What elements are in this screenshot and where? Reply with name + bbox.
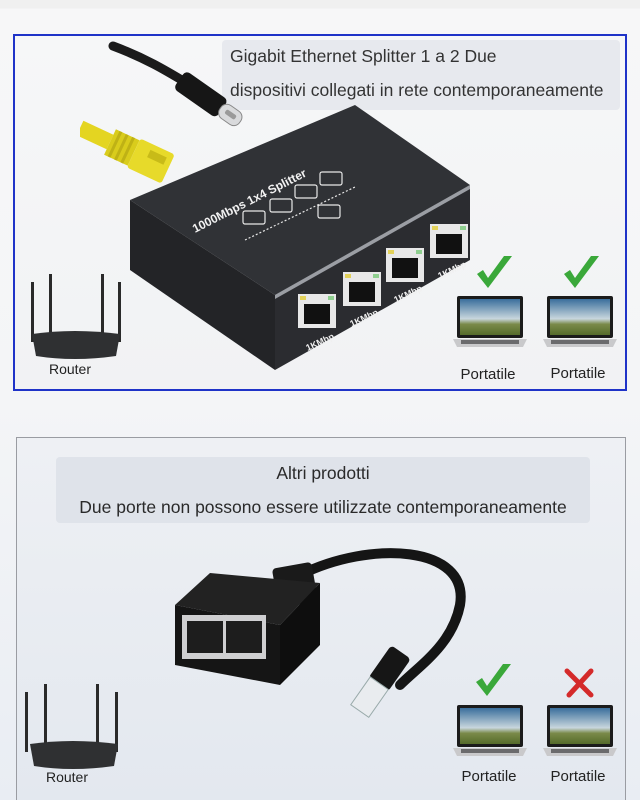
caption-line-1: Altri prodotti xyxy=(276,463,370,483)
cross-icon xyxy=(563,668,595,698)
router-label: Router xyxy=(48,361,92,377)
ethernet-port-2 xyxy=(342,271,382,307)
caption-line-2: Due porte non possono essere utilizzate … xyxy=(79,497,567,517)
check-icon xyxy=(473,660,513,700)
router-icon xyxy=(24,270,124,362)
laptop-icon xyxy=(451,704,529,764)
laptop-icon xyxy=(541,704,619,764)
device-label: Portatile xyxy=(461,768,517,785)
ethernet-port-4 xyxy=(429,223,469,259)
rj45-adapter-image xyxy=(170,535,480,745)
device-label: Portatile xyxy=(550,365,606,382)
caption-other-products: Altri prodotti Due porte non possono ess… xyxy=(56,457,590,523)
check-icon xyxy=(561,252,601,292)
router-label: Router xyxy=(45,769,89,785)
laptop-icon xyxy=(451,295,529,355)
device-label: Portatile xyxy=(460,366,516,383)
caption-line-2: dispositivi collegati in rete contempora… xyxy=(230,80,604,100)
router-icon xyxy=(22,680,122,772)
port-label-1: 1KMbp xyxy=(304,331,336,353)
port-label-3: 1KMbp xyxy=(392,283,424,305)
caption-line-1: Gigabit Ethernet Splitter 1 a 2 Due xyxy=(230,46,497,66)
port-label-2: 1KMbp xyxy=(348,307,380,329)
device-label: Portatile xyxy=(550,768,606,785)
caption-splitter: Gigabit Ethernet Splitter 1 a 2 Due disp… xyxy=(222,40,620,110)
ethernet-port-1 xyxy=(297,293,337,329)
port-label-4: 1KMbp xyxy=(436,259,468,281)
laptop-icon xyxy=(541,295,619,355)
usb-c-cable-image xyxy=(105,40,255,140)
splitter-ports: 1KMbp 1KMbp 1KMbp 1KMbp xyxy=(293,215,483,365)
ethernet-cable-yellow-image xyxy=(80,110,190,200)
ethernet-port-3 xyxy=(385,247,425,283)
check-icon xyxy=(474,252,514,292)
